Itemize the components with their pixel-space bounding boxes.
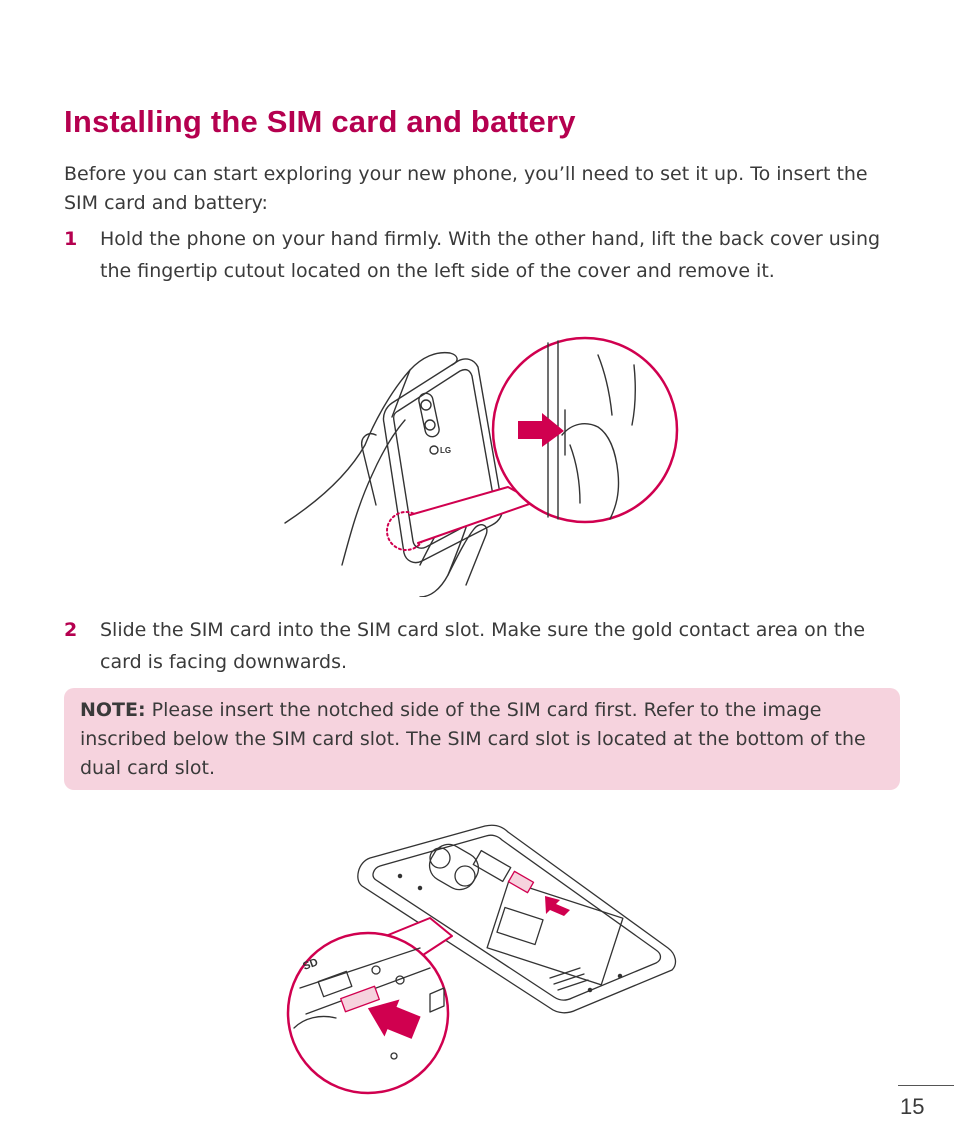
page-title: Installing the SIM card and battery — [64, 104, 576, 139]
step-number: 2 — [64, 619, 78, 641]
note-text: Please insert the notched side of the SI… — [80, 699, 866, 779]
phone-body — [382, 358, 504, 564]
phone-back-open — [357, 824, 677, 1014]
lg-logo: LG — [440, 446, 451, 455]
step-text: Slide the SIM card into the SIM card slo… — [100, 619, 866, 673]
page-number: 15 — [900, 1094, 925, 1119]
note-box: NOTE: Please insert the notched side of … — [64, 688, 900, 790]
back-cover-removal-illustration: LG — [284, 336, 679, 597]
insert-arrow — [367, 999, 421, 1039]
magnified-slot-circle — [286, 931, 450, 1095]
battery-compartment — [486, 880, 624, 986]
step-text: Hold the phone on your hand firmly. With… — [100, 228, 881, 282]
sd-slot-label: SD — [301, 956, 320, 973]
sim-card — [507, 870, 535, 894]
step-item: 1 Hold the phone on your hand firmly. Wi… — [64, 223, 904, 323]
lift-arrow — [518, 413, 564, 447]
footer-rule — [898, 1085, 954, 1086]
sim-card-insertion-illustration: SD — [286, 824, 677, 1095]
magnified-view-circle — [491, 336, 679, 524]
note-label: NOTE: — [80, 699, 146, 721]
step-number: 1 — [64, 228, 78, 250]
camera-module — [418, 392, 440, 438]
dual-card-slot — [472, 849, 512, 883]
step-item: 2 Slide the SIM card into the SIM card s… — [64, 614, 904, 680]
intro-paragraph: Before you can start exploring your new … — [64, 163, 868, 214]
